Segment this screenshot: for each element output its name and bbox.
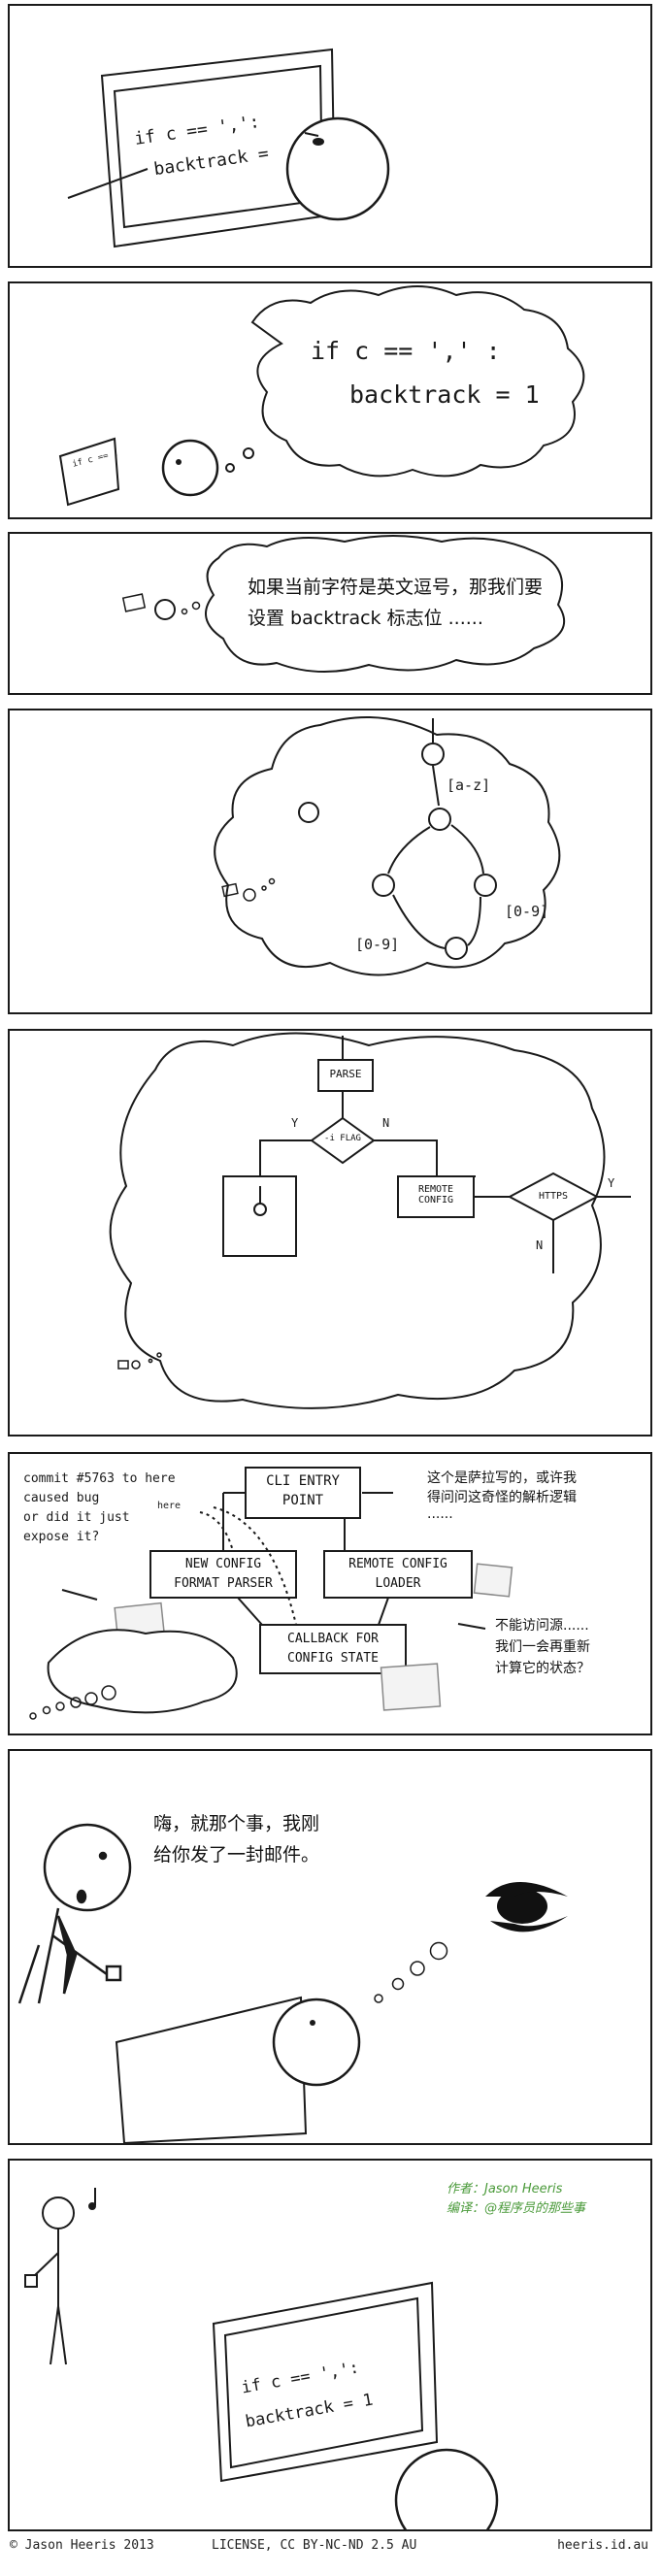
- comic-panel-5: PARSE -i FLAG Y N REMOTE CONFIG HTTPS Y …: [8, 1029, 652, 1437]
- commit-note-line-3: or did it just: [23, 1510, 130, 1525]
- small-monitor: [58, 437, 120, 507]
- comic-panel-7: 嗨，就那个事，我刚 给你发了一封邮件。: [8, 1749, 652, 2145]
- new-config-line-2: FORMAT PARSER: [174, 1576, 273, 1591]
- cli-entry-line-1: CLI ENTRY: [266, 1473, 340, 1489]
- state-label-09-left: [0-9]: [355, 936, 400, 953]
- source-note-line-2: 我们一会再重新: [495, 1639, 590, 1655]
- flow-flag-diamond: -i FLAG: [324, 1134, 361, 1143]
- state-machine: [298, 718, 497, 960]
- commit-note-line-1: commit #5763 to here: [23, 1471, 176, 1486]
- black-hole: [485, 1882, 568, 1932]
- speech-line-2: 给你发了一封邮件。: [153, 1844, 320, 1866]
- comic-panel-6: commit #5763 to here caused bug or did i…: [8, 1452, 652, 1735]
- sarah-note-line-3: ......: [427, 1506, 453, 1522]
- flow-yes-1: Y: [291, 1116, 299, 1130]
- thought-cloud: [214, 716, 561, 976]
- panel-7-drawing: [17, 1823, 568, 2143]
- panel-4-drawing: [214, 716, 561, 976]
- thought-text-line-1: 如果当前字符是英文逗号，那我们要: [248, 577, 544, 598]
- stick-figure-head: [285, 116, 390, 221]
- commit-note-line-2: caused bug: [23, 1491, 100, 1505]
- stick-figure-head: [161, 439, 219, 497]
- comic-panel-8: 作者：Jason Heeris 编译：@程序员的那些事 if c == ',':…: [8, 2159, 652, 2531]
- comic-panel-4: [a-z] [0-9] [0-9]: [8, 709, 652, 1014]
- flow-https-diamond: HTTPS: [538, 1191, 569, 1202]
- remote-loader-line-2: LOADER: [375, 1576, 421, 1591]
- panel-1-drawing: [67, 48, 390, 248]
- author-credit: 作者：Jason Heeris: [447, 2182, 563, 2196]
- panel-8-drawing: [24, 2188, 499, 2529]
- here-label: here: [157, 1501, 182, 1511]
- flow-no-2: N: [536, 1238, 544, 1252]
- stick-figure-head: [394, 2448, 499, 2529]
- sarah-note-line-1: 这个是萨拉写的，或许我: [427, 1470, 577, 1486]
- flow-parse-box: PARSE: [329, 1068, 362, 1080]
- source-note-line-3: 计算它的状态？: [495, 1661, 590, 1676]
- thought-cloud: [109, 1032, 606, 1409]
- thought-code-line-2: backtrack = 1: [349, 380, 540, 409]
- callback-line-2: CONFIG STATE: [287, 1651, 379, 1666]
- thought-code-line-1: if c == ',' :: [311, 337, 501, 365]
- stick-figure-head: [154, 599, 176, 620]
- panel-3-drawing: [121, 535, 566, 673]
- callback-line-1: CALLBACK FOR: [287, 1632, 379, 1646]
- commit-note-line-4: expose it?: [23, 1530, 100, 1544]
- copyright-text: © Jason Heeris 2013: [10, 2538, 154, 2553]
- monitor: [212, 2281, 439, 2483]
- cli-entry-line-2: POINT: [281, 1493, 324, 1508]
- comic-panel-1: if c == ',': backtrack =: [8, 4, 652, 268]
- source-note-line-1: 不能访问源......: [495, 1618, 589, 1634]
- small-cloud: [47, 1629, 238, 1714]
- coworker-walking-away: [24, 2188, 96, 2365]
- panel-5-drawing: [109, 1032, 631, 1409]
- stick-figure-head: [272, 1998, 361, 2087]
- flow-yes-2: Y: [608, 1176, 615, 1190]
- license-text: LICENSE, CC BY-NC-ND 2.5 AU: [212, 2538, 417, 2553]
- flow-remote-config-box: REMOTE CONFIG: [417, 1184, 454, 1205]
- speech-line-1: 嗨，就那个事，我刚: [153, 1813, 320, 1834]
- comic-footer: © Jason Heeris 2013 LICENSE, CC BY-NC-ND…: [8, 2535, 652, 2559]
- state-label-09-right: [0-9]: [505, 903, 549, 920]
- comic-panel-3: 如果当前字符是英文逗号，那我们要 设置 backtrack 标志位 ......: [8, 532, 652, 695]
- monitor: [115, 1996, 308, 2143]
- tiny-monitor: [121, 593, 147, 612]
- thought-text-line-2: 设置 backtrack 标志位 ......: [248, 608, 483, 629]
- comic-panel-2: if c == ',' : backtrack = 1 if c == ,: [8, 281, 652, 519]
- tiny-figure: [117, 1352, 162, 1370]
- thought-cloud: [205, 535, 566, 673]
- panel-6-drawing: [29, 1467, 513, 1720]
- panel-2-drawing: [58, 285, 585, 507]
- remote-loader-line-1: REMOTE CONFIG: [348, 1557, 447, 1571]
- new-config-line-1: NEW CONFIG: [184, 1557, 262, 1571]
- architecture-diagram: [149, 1467, 473, 1674]
- coworker: [17, 1823, 132, 2004]
- thought-cloud: [250, 285, 585, 478]
- sarah-note-line-2: 得问问这奇怪的解析逻辑: [427, 1490, 577, 1505]
- state-label-az: [a-z]: [447, 776, 491, 794]
- translator-credit: 编译：@程序员的那些事: [447, 2201, 586, 2216]
- flowchart: [222, 1036, 631, 1273]
- site-link[interactable]: heeris.id.au: [557, 2538, 648, 2553]
- tiny-figure: [221, 877, 276, 902]
- flow-no-1: N: [382, 1116, 390, 1130]
